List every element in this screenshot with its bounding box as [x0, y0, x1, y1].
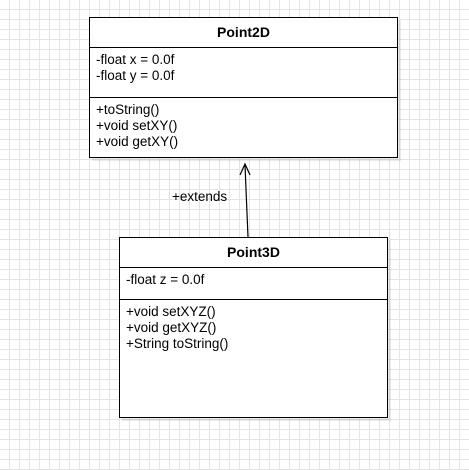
attribute: -float x = 0.0f: [96, 52, 175, 67]
extends-edge-label: +extends: [172, 189, 228, 204]
class-point3d-attributes: -float z = 0.0f: [120, 268, 387, 300]
operation: +toString(): [96, 102, 160, 117]
class-point2d-name: Point2D: [90, 18, 397, 48]
class-point2d-operations: +toString() +void setXY() +void getXY(): [90, 98, 397, 152]
class-point2d[interactable]: Point2D -float x = 0.0f -float y = 0.0f …: [89, 17, 398, 158]
operation: +String toString(): [126, 336, 229, 351]
class-point3d[interactable]: Point3D -float z = 0.0f +void setXYZ() +…: [119, 237, 388, 418]
attribute: -float z = 0.0f: [126, 272, 205, 287]
operation: +void getXY(): [96, 134, 179, 149]
extends-arrowhead: [239, 162, 251, 176]
operation: +void setXYZ(): [126, 304, 216, 319]
extends-edge-line[interactable]: [244, 164, 249, 238]
operation: +void getXYZ(): [126, 320, 217, 335]
attribute: -float y = 0.0f: [96, 68, 175, 83]
operation: +void setXY(): [96, 118, 178, 133]
class-point3d-operations: +void setXYZ() +void getXYZ() +String to…: [120, 300, 387, 354]
class-point2d-attributes: -float x = 0.0f -float y = 0.0f: [90, 48, 397, 98]
class-point3d-name: Point3D: [120, 238, 387, 268]
